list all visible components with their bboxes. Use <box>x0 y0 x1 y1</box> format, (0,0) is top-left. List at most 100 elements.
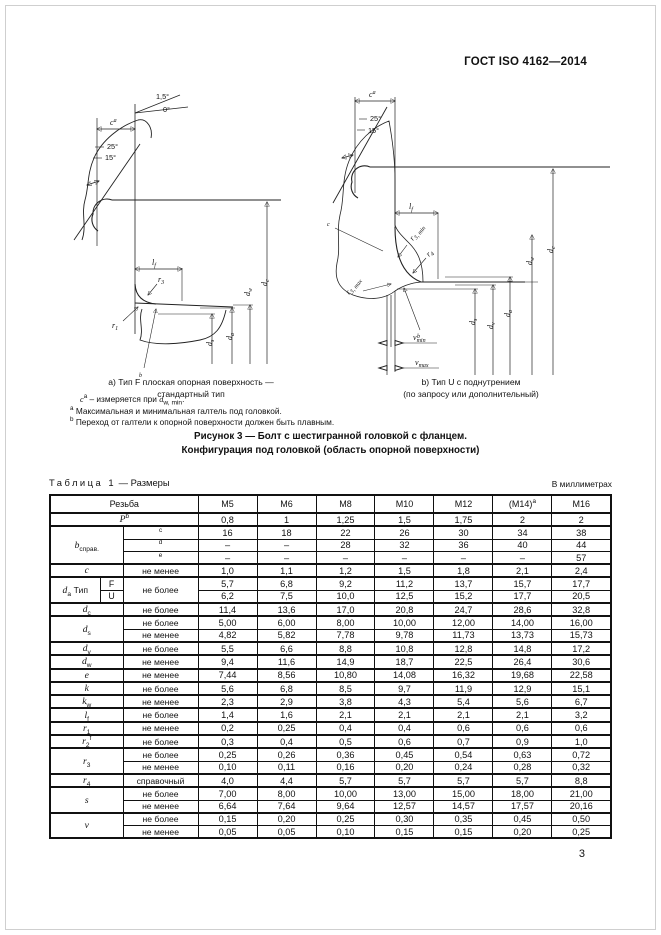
row-symbol: bсправ. <box>49 525 124 566</box>
figure-a-drawing: 1,5° 0° ca 25° 15° lf r3 r1 ds da dw dc … <box>73 92 281 379</box>
size-header: М12 <box>433 494 494 514</box>
table-cell: 5,7 <box>197 576 258 591</box>
lf-label: l <box>152 258 155 267</box>
table-cell: 0,4 <box>256 734 317 750</box>
table-cell: 0,05 <box>197 825 258 839</box>
table-cell: 0,15 <box>374 825 435 839</box>
table-cell: – <box>197 550 258 566</box>
row-qualifier: не менее <box>122 563 199 579</box>
table-cell: 11,6 <box>256 654 317 670</box>
table-cell: 0,11 <box>256 760 317 775</box>
table-cell: 2 <box>551 512 612 528</box>
row-qualifier: не более <box>122 812 199 827</box>
table-cell: 17,0 <box>315 602 376 618</box>
r3min-label: r <box>407 234 417 243</box>
table-cell: 36 <box>433 538 494 552</box>
size-header: М16 <box>551 494 612 514</box>
table-cell: 18,00 <box>492 786 553 801</box>
table-cell: 7,44 <box>197 668 258 683</box>
c-dim-label: c <box>110 118 114 127</box>
table-cell: 0,16 <box>315 760 376 775</box>
table-cell: 0,6 <box>433 721 494 737</box>
table-cell: 2,1 <box>374 707 435 723</box>
table-cell: 26,4 <box>492 654 553 670</box>
table-cell: 6,2 <box>197 589 258 605</box>
note-b: b Переход от галтели к опорной поверхнос… <box>70 415 335 427</box>
table-cell: 0,24 <box>433 760 494 775</box>
table-cell: 20,16 <box>551 799 612 814</box>
table-cell: 0,8 <box>197 512 258 528</box>
figure-b-caption: b) Тип U с поднутрением (по запросу или … <box>403 377 539 399</box>
table-cell: 11,2 <box>374 576 435 591</box>
table-cell: 1,4 <box>197 707 258 723</box>
thread-header: Резьба <box>49 494 199 514</box>
table-cell: 17,7 <box>551 576 612 591</box>
table-cell: 15,00 <box>433 786 494 801</box>
svg-text:ds: ds <box>468 318 479 325</box>
svg-text:r3, min: r3, min <box>407 222 427 243</box>
table-cell: – <box>492 550 553 566</box>
table-cell: 1,6 <box>256 707 317 723</box>
table-cell: 0,50 <box>551 812 612 827</box>
svg-text:dc: dc <box>546 246 557 253</box>
note-a: a Максимальная и минимальная галтель под… <box>70 405 282 416</box>
table-cell: 32 <box>374 538 435 552</box>
table-cell: 12,5 <box>374 589 435 605</box>
table-cell: 6,7 <box>551 694 612 710</box>
lf-label: l <box>409 202 412 211</box>
table-cell: 1,2 <box>315 563 376 579</box>
table-cell: 4,82 <box>197 628 258 643</box>
table-cell: 0,6 <box>492 721 553 737</box>
table-cell: 16 <box>197 525 258 540</box>
table-cell: 1,0 <box>551 734 612 750</box>
table-cell: 6,00 <box>256 615 317 630</box>
table-cell: 18 <box>256 525 317 540</box>
table-cell: 8,00 <box>315 615 376 630</box>
table-cell: 2,1 <box>315 707 376 723</box>
table-cell: – <box>315 550 376 566</box>
svg-text:r3: r3 <box>158 275 164 286</box>
table-cell: 9,64 <box>315 799 376 814</box>
table-cell: 44 <box>551 538 612 552</box>
row-qualifier: не более <box>122 602 199 618</box>
size-header: (М14)a <box>492 494 553 514</box>
table-cell: 5,7 <box>492 773 553 789</box>
table-header-row: Резьба М5 М6 М8 М10 М12 (М14)a М16 <box>49 494 612 514</box>
table-cell: 30 <box>433 525 494 540</box>
row-symbol: s <box>49 786 124 814</box>
table-cell: 0,05 <box>256 825 317 839</box>
c-footnote-marker: c <box>327 222 330 228</box>
table-cell: 1 <box>256 512 317 528</box>
table-cell: 0,5 <box>315 734 376 750</box>
size-header: М8 <box>315 494 376 514</box>
table-cell: 13,00 <box>374 786 435 801</box>
table-cell: 26 <box>374 525 435 540</box>
row-qualifier: не менее <box>122 721 199 737</box>
page-number: 3 <box>578 848 585 860</box>
row-symbol: k <box>49 681 124 697</box>
dw-label: d <box>525 260 534 265</box>
table-cell: 2,1 <box>433 707 494 723</box>
table-cell: 0,15 <box>433 825 494 839</box>
table-cell: 17,2 <box>551 641 612 657</box>
svg-text:lf: lf <box>152 258 157 269</box>
table-cell: 0,35 <box>433 812 494 827</box>
table-cell: 9,7 <box>374 681 435 697</box>
table-cell: 14,57 <box>433 799 494 814</box>
table-cell: 10,00 <box>374 615 435 630</box>
table-cell: 22,5 <box>433 654 494 670</box>
table-cell: 5,6 <box>492 694 553 710</box>
angle-label-25: 25° <box>370 114 381 123</box>
row-qualifier: не более <box>122 615 199 630</box>
row-symbol: e <box>49 668 124 683</box>
row-symbol: v <box>49 812 124 839</box>
r1-label: r <box>112 321 116 330</box>
table-cell: 0,3 <box>197 734 258 750</box>
table-cell: 18,7 <box>374 654 435 670</box>
table-cell: 8,5 <box>315 681 376 697</box>
table-cell: 1,8 <box>433 563 494 579</box>
row-symbol: Pb <box>49 512 199 528</box>
